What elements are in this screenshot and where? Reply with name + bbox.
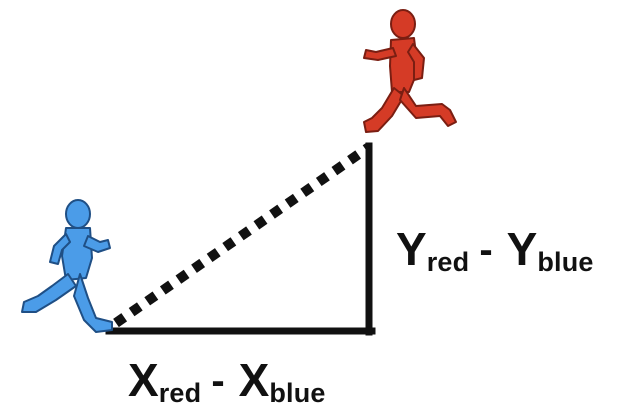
minus-sign: - bbox=[479, 228, 493, 272]
blue-subscript: blue bbox=[269, 378, 326, 408]
minus-sign: - bbox=[211, 359, 225, 403]
hypotenuse-dotted-line bbox=[113, 142, 372, 328]
blue-subscript: blue bbox=[537, 247, 594, 277]
x-symbol-red: X bbox=[128, 354, 159, 406]
horizontal-difference-label: Xred-Xblue bbox=[128, 354, 326, 407]
red-subscript: red bbox=[158, 378, 202, 408]
red-runner-icon bbox=[363, 9, 457, 133]
y-symbol-blue: Y bbox=[506, 223, 538, 275]
triangle-legs bbox=[105, 142, 376, 336]
vertical-difference-label: Yred-Yblue bbox=[396, 223, 594, 276]
y-symbol-red: Y bbox=[396, 223, 427, 275]
blue-runner-icon bbox=[21, 199, 113, 333]
red-subscript: red bbox=[426, 247, 470, 277]
x-symbol-blue: X bbox=[238, 354, 270, 406]
